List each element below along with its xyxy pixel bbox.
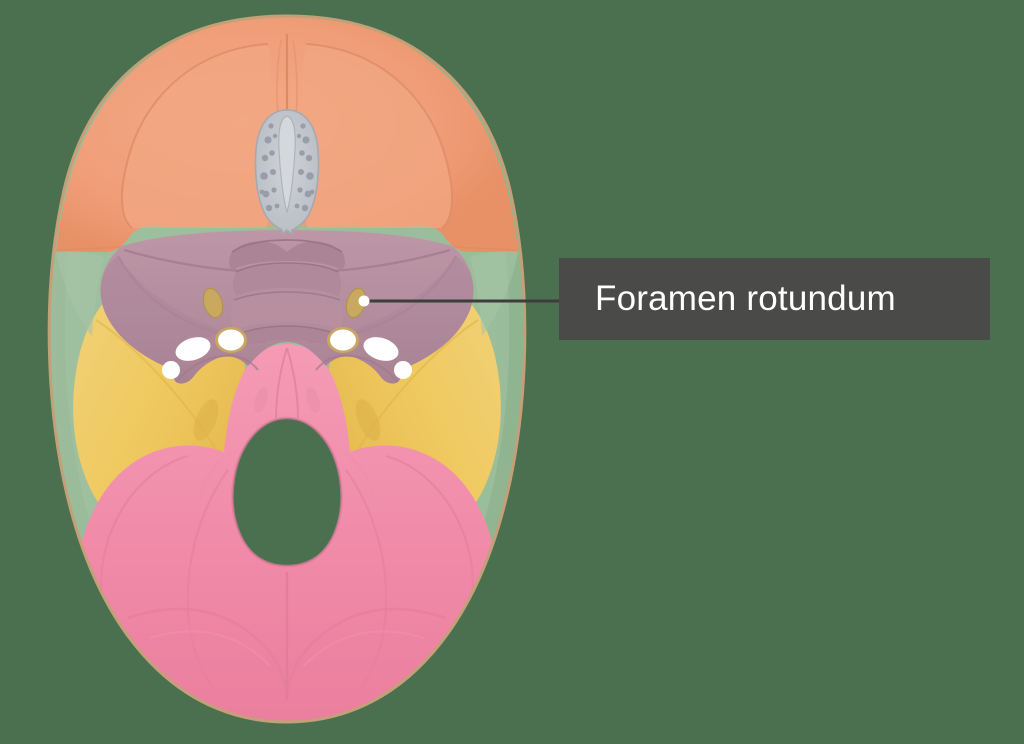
parietal-wedge-right bbox=[470, 251, 518, 336]
foramen-spinosum-left bbox=[162, 361, 180, 379]
right-orbital-plate bbox=[301, 44, 453, 228]
transverse-sulcus-left bbox=[127, 607, 289, 693]
foramina-cluster-right bbox=[327, 327, 412, 379]
callout-label-box[interactable]: Foramen rotundum bbox=[559, 258, 990, 340]
internal-acoustic-meatus-left bbox=[193, 399, 219, 441]
dorsum-sellae bbox=[231, 292, 343, 330]
sella-turcica bbox=[229, 239, 345, 346]
foramen-rotundum-left bbox=[202, 287, 224, 319]
foramina-cluster-left bbox=[162, 327, 247, 379]
foramen-ovale-left bbox=[175, 337, 211, 361]
crista-galli bbox=[278, 115, 296, 215]
olfactory-foramina-right bbox=[294, 123, 315, 212]
hypophyseal-fossa bbox=[233, 263, 341, 296]
tuberculum-sellae bbox=[229, 241, 345, 270]
clivus-groove-right bbox=[286, 347, 299, 419]
olfactory-foramina-left bbox=[259, 123, 280, 212]
leader-dot bbox=[358, 295, 370, 307]
skull-outline-stroke bbox=[47, 14, 527, 724]
cribriform-plate bbox=[254, 109, 320, 236]
clivus-upper bbox=[237, 326, 337, 346]
transverse-sulcus-right bbox=[285, 607, 447, 693]
clivus-groove-left bbox=[275, 347, 288, 419]
callout-label-text: Foramen rotundum bbox=[595, 279, 896, 318]
parietal-wedge-left bbox=[56, 251, 104, 336]
foramen-spinosum-right bbox=[394, 361, 412, 379]
internal-acoustic-meatus-right bbox=[355, 399, 381, 441]
occipital-bone-region bbox=[72, 344, 502, 722]
left-orbital-plate bbox=[121, 44, 273, 228]
foramen-magnum bbox=[232, 418, 342, 566]
callout-leader bbox=[358, 295, 565, 307]
foramen-ovale-right bbox=[363, 337, 399, 361]
